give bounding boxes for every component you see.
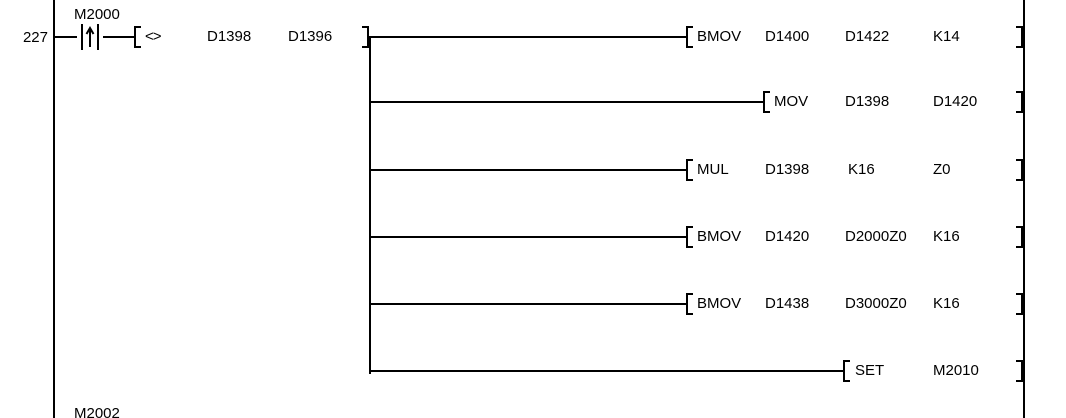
instruction-close-bracket-3 <box>1016 159 1023 181</box>
wire-branch-row-2 <box>369 101 763 103</box>
instruction-mnemonic-3[interactable]: MUL <box>697 161 729 178</box>
instruction-mnemonic-5[interactable]: BMOV <box>697 295 742 312</box>
instruction-open-bracket-6 <box>843 360 850 382</box>
instruction-3-operand-1[interactable]: D1398 <box>765 161 810 178</box>
instruction-5-operand-1[interactable]: D1438 <box>765 295 810 312</box>
wire-branch-row-5 <box>369 303 686 305</box>
instruction-1-operand-2[interactable]: D1422 <box>845 28 890 45</box>
instruction-close-bracket-4 <box>1016 226 1023 248</box>
wire-branch-row-3 <box>369 169 686 171</box>
instruction-mnemonic-6[interactable]: SET <box>855 362 885 379</box>
instruction-1-operand-3[interactable]: K14 <box>933 28 960 45</box>
instruction-2-operand-2[interactable]: D1420 <box>933 93 978 110</box>
instruction-4-operand-1[interactable]: D1420 <box>765 228 810 245</box>
wire-branch-row-6 <box>369 370 843 372</box>
instruction-mnemonic-4[interactable]: BMOV <box>697 228 742 245</box>
rising-edge-arrow-icon <box>85 26 95 47</box>
instruction-close-bracket-1 <box>1016 26 1023 48</box>
wire-branch-row-4 <box>369 236 686 238</box>
compare-close-bracket <box>362 26 369 48</box>
contact-left-bar <box>81 24 83 50</box>
wire-contact-to-compare <box>103 36 134 38</box>
instruction-6-operand-1[interactable]: M2010 <box>933 362 979 379</box>
instruction-close-bracket-5 <box>1016 293 1023 315</box>
left-power-rail <box>53 0 55 418</box>
instruction-3-operand-3[interactable]: Z0 <box>933 161 951 178</box>
instruction-mnemonic-1[interactable]: BMOV <box>697 28 742 45</box>
rising-edge-contact-m2000[interactable] <box>77 24 103 50</box>
right-power-rail <box>1023 0 1025 418</box>
instruction-3-operand-2[interactable]: K16 <box>848 161 875 178</box>
instruction-open-bracket-5 <box>686 293 693 315</box>
instruction-1-operand-1[interactable]: D1400 <box>765 28 810 45</box>
instruction-close-bracket-2 <box>1016 91 1023 113</box>
contact-right-bar <box>97 24 99 50</box>
branch-vertical-bus <box>369 36 371 374</box>
instruction-open-bracket-3 <box>686 159 693 181</box>
wire-rail-to-contact <box>53 36 77 38</box>
instruction-close-bracket-6 <box>1016 360 1023 382</box>
wire-branch-row-1 <box>369 36 686 38</box>
instruction-2-operand-1[interactable]: D1398 <box>845 93 890 110</box>
compare-operand-2: D1396 <box>288 28 333 45</box>
next-rung-contact-label-m2002: M2002 <box>74 405 120 418</box>
instruction-5-operand-3[interactable]: K16 <box>933 295 960 312</box>
instruction-open-bracket-2 <box>763 91 770 113</box>
instruction-open-bracket-1 <box>686 26 693 48</box>
instruction-mnemonic-2[interactable]: MOV <box>774 93 809 110</box>
instruction-5-operand-2[interactable]: D3000Z0 <box>845 295 907 312</box>
compare-operand-1: D1398 <box>207 28 252 45</box>
instruction-4-operand-3[interactable]: K16 <box>933 228 960 245</box>
instruction-open-bracket-4 <box>686 226 693 248</box>
step-number: 227 <box>22 29 48 46</box>
instruction-4-operand-2[interactable]: D2000Z0 <box>845 228 907 245</box>
contact-label-m2000: M2000 <box>74 6 120 23</box>
compare-open-bracket <box>134 26 141 48</box>
compare-operator: <> <box>145 28 162 45</box>
